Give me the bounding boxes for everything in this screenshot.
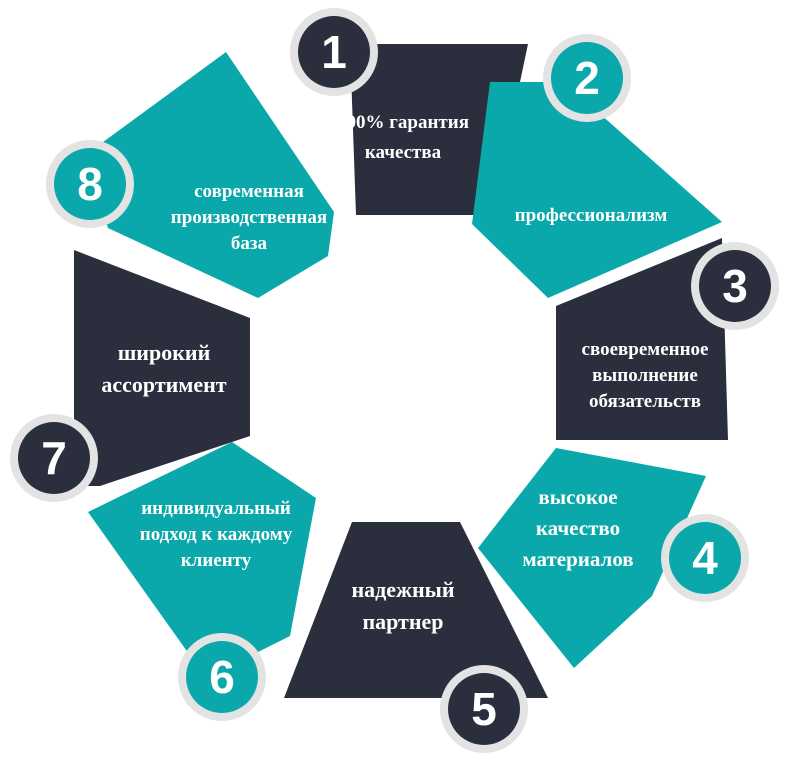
number-badge-4: 4	[661, 514, 749, 602]
segment-4-label-line: высокое	[538, 485, 617, 509]
badge-disc	[551, 42, 623, 114]
number-badge-3: 3	[691, 242, 779, 330]
segment-2-label: профессионализм	[515, 205, 668, 226]
segment-3-label: своевременное выполнение обязательств	[582, 339, 709, 412]
segment-4-label-line: материалов	[522, 547, 633, 571]
badge-number: 8	[77, 158, 103, 210]
badge-disc	[186, 641, 258, 713]
segment-8: современная производственная база	[84, 52, 334, 298]
badge-number: 5	[471, 683, 497, 735]
segment-7-label-line: ассортимент	[101, 372, 226, 397]
segment-3: своевременное выполнение обязательств	[556, 238, 728, 440]
number-badge-2: 2	[543, 34, 631, 122]
segment-8-shape	[84, 52, 334, 298]
number-badges: 1 2 3 4 5 6 7 8	[10, 8, 779, 753]
badge-number: 4	[692, 532, 718, 584]
segment-3-shape	[556, 238, 728, 440]
segment-6-label-line: индивидуальный	[141, 498, 291, 519]
segment-2-label-line: профессионализм	[515, 205, 668, 226]
segment-8-label-line: производственная	[171, 207, 327, 228]
segment-2-shape	[472, 82, 722, 298]
segment-7-shape	[74, 250, 250, 486]
segment-7: широкий ассортимент	[74, 250, 250, 486]
segment-2: профессионализм	[472, 82, 722, 298]
number-badge-6: 6	[178, 633, 266, 721]
number-badge-8: 8	[46, 140, 134, 228]
badge-disc	[669, 522, 741, 594]
segment-4-label-line: качество	[536, 516, 620, 540]
segment-5-label-line: надежный	[351, 577, 454, 602]
segment-5-label: надежный партнер	[351, 577, 454, 634]
badge-number: 7	[41, 432, 67, 484]
segment-5: надежный партнер	[284, 522, 548, 698]
segment-7-label: широкий ассортимент	[101, 340, 226, 397]
number-badge-1: 1	[290, 8, 378, 96]
segment-5-label-line: партнер	[362, 609, 443, 634]
segments: 100% гарантия качества профессионализм свое…	[74, 44, 728, 698]
segment-3-label-line: выполнение	[592, 365, 698, 386]
badge-disc	[18, 422, 90, 494]
segment-6-label-line: клиенту	[181, 550, 252, 571]
badge-disc	[54, 148, 126, 220]
segment-1-label: 100% гарантия качества	[337, 112, 469, 163]
segment-1-label-line: 100% гарантия	[337, 112, 469, 133]
segment-4: высокое качество материалов	[478, 448, 706, 668]
segment-6-label-line: подход к каждому	[140, 524, 293, 545]
segment-4-shape	[478, 448, 706, 668]
segment-8-label-line: современная	[194, 181, 304, 202]
badge-disc	[298, 16, 370, 88]
badge-disc	[448, 673, 520, 745]
segment-4-label: высокое качество материалов	[522, 485, 633, 571]
number-badge-5: 5	[440, 665, 528, 753]
segment-3-label-line: своевременное	[582, 339, 709, 360]
badge-number: 2	[574, 52, 600, 104]
segment-8-label: современная производственная база	[171, 181, 327, 254]
badge-number: 1	[321, 26, 347, 78]
badge-number: 6	[209, 651, 235, 703]
segment-5-shape	[284, 522, 548, 698]
segment-3-label-line: обязательств	[589, 391, 701, 412]
segment-6-shape	[88, 442, 316, 678]
badge-disc	[699, 250, 771, 322]
number-badge-7: 7	[10, 414, 98, 502]
segment-6-label: индивидуальный подход к каждому клиенту	[140, 498, 293, 571]
segment-6: индивидуальный подход к каждому клиенту	[88, 442, 316, 678]
segment-8-label-line: база	[231, 233, 268, 254]
segment-7-label-line: широкий	[118, 340, 211, 365]
segment-1-label-line: качества	[365, 142, 442, 163]
badge-number: 3	[722, 260, 748, 312]
